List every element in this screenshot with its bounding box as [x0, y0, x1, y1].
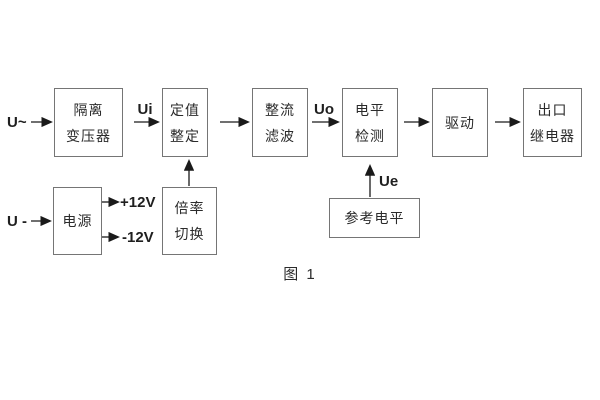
block-label: 定值: [170, 101, 200, 118]
block-label: 驱动: [445, 114, 475, 131]
figure-caption: 图 1: [283, 266, 317, 283]
block-label: 电源: [62, 213, 93, 229]
block-level-detect: 电平 检测: [342, 88, 398, 157]
block-output-relay: 出口 继电器: [523, 88, 582, 157]
signal-label-minus12v: -12V: [122, 229, 154, 246]
signal-label-plus12v: +12V: [120, 194, 156, 211]
block-ratio-switch: 倍率 切换: [162, 187, 217, 255]
block-label: 变压器: [66, 127, 111, 144]
block-label: 滤波: [265, 127, 295, 144]
block-rectifier-filter: 整流 滤波: [252, 88, 308, 157]
block-setting-adjust: 定值 整定: [162, 88, 208, 157]
signal-label-u-ac: U~: [7, 114, 27, 131]
signal-label-ui: Ui: [137, 101, 153, 118]
block-label: 继电器: [530, 127, 575, 144]
block-label: 出口: [537, 101, 568, 118]
block-label: 检测: [355, 127, 385, 144]
block-reference-level: 参考电平: [329, 198, 420, 238]
block-label: 切换: [174, 226, 205, 242]
block-label: 整流: [265, 101, 295, 118]
signal-label-ue: Ue: [379, 173, 399, 190]
block-drive: 驱动: [432, 88, 488, 157]
signal-label-u-dc: U -: [7, 213, 27, 230]
block-label: 电平: [355, 101, 385, 118]
block-isolation-transformer: 隔离 变压器: [54, 88, 123, 157]
block-power-supply: 电源: [53, 187, 102, 255]
block-label: 整定: [170, 127, 200, 144]
block-label: 参考电平: [344, 210, 405, 226]
block-label: 隔离: [73, 101, 104, 118]
signal-label-uo: Uo: [314, 101, 334, 118]
block-label: 倍率: [174, 200, 205, 216]
